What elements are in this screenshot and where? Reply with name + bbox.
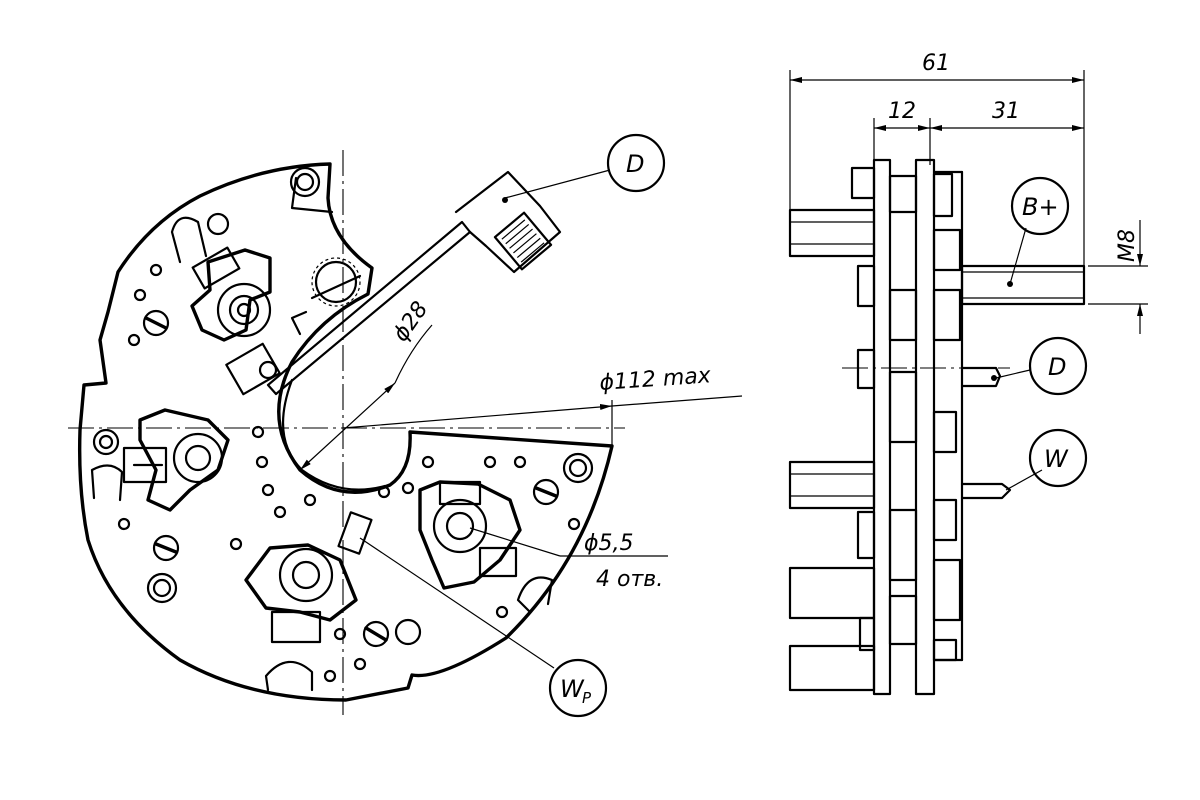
dimension-12-label: 12 bbox=[888, 99, 916, 124]
callout-b-plus: B+ bbox=[1009, 176, 1070, 285]
dimension-d112: ϕ112 max bbox=[342, 363, 743, 446]
callout-d-front: D bbox=[504, 133, 666, 199]
holes-count-label: 4 отв. bbox=[596, 567, 663, 592]
callout-w-side-label: W bbox=[1044, 445, 1069, 473]
callout-b-plus-label: B+ bbox=[1022, 193, 1059, 221]
mount-slot-left bbox=[90, 464, 124, 502]
gear-terminal bbox=[310, 257, 362, 307]
side-terminal-w bbox=[960, 482, 1012, 500]
side-plate-front bbox=[872, 158, 892, 696]
callout-d-front-label: D bbox=[626, 150, 644, 178]
side-terminal-d bbox=[960, 366, 1002, 388]
side-bolts bbox=[788, 166, 876, 692]
dimension-d5-5: ϕ5,5 4 отв. bbox=[469, 527, 668, 592]
central-bore bbox=[282, 378, 387, 491]
side-internals bbox=[888, 172, 962, 662]
front-view: ϕ28 ϕ112 max ϕ5,5 4 отв. D W P bbox=[68, 133, 743, 718]
diode-holder-upper bbox=[190, 246, 281, 396]
mount-slot-top bbox=[170, 216, 208, 264]
dimension-m8-label: M8 bbox=[1115, 229, 1140, 262]
callout-w-side: W bbox=[1005, 428, 1088, 491]
dimension-d28: ϕ28 bbox=[299, 297, 433, 471]
plate-notch bbox=[290, 176, 334, 214]
diode-holder-left bbox=[122, 408, 230, 512]
mount-slot-right bbox=[516, 576, 554, 614]
mount-slot-bottom bbox=[264, 660, 314, 692]
callout-wp-subscript: P bbox=[582, 689, 592, 707]
b-plus-stud bbox=[960, 264, 1086, 306]
side-plate-rear bbox=[914, 158, 936, 696]
dimension-d5-5-label: ϕ5,5 bbox=[584, 531, 634, 556]
dimension-d112-label: ϕ112 max bbox=[599, 363, 713, 396]
callout-wp-label: W bbox=[560, 675, 585, 703]
diode-holder-lower bbox=[244, 511, 373, 644]
callout-wp: W P bbox=[359, 537, 608, 718]
dimension-61-label: 61 bbox=[922, 51, 950, 76]
side-view: 61 12 31 M8 bbox=[788, 51, 1148, 696]
rectifier-plate-outline bbox=[77, 162, 614, 702]
diode-holder-right bbox=[418, 480, 522, 590]
connector-lead bbox=[266, 170, 562, 396]
callout-d-side: D bbox=[995, 336, 1088, 396]
small-holes bbox=[117, 263, 581, 683]
callout-d-side-label: D bbox=[1048, 353, 1066, 381]
dimension-d28-label: ϕ28 bbox=[388, 297, 433, 346]
dimension-31-label: 31 bbox=[992, 99, 1020, 124]
screws bbox=[92, 166, 594, 648]
